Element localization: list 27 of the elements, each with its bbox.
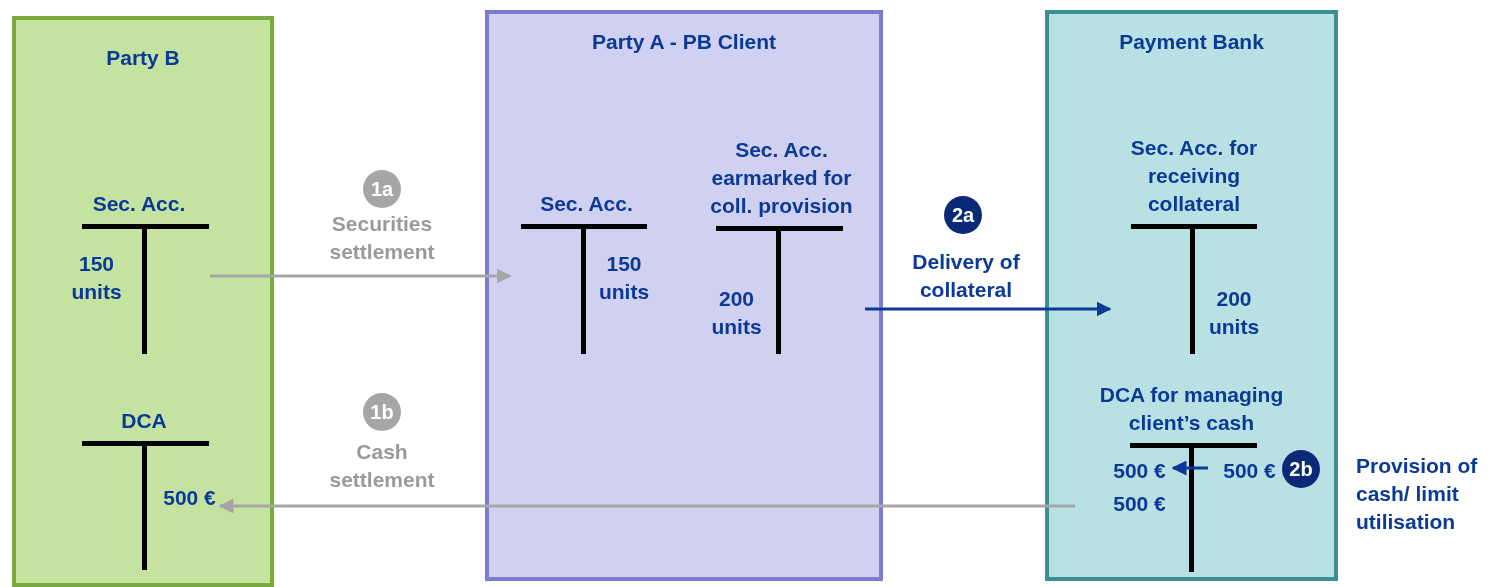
- step-badge: 2a: [944, 196, 982, 234]
- arrow: [865, 301, 1112, 317]
- panel-title: Party A - PB Client: [591, 29, 777, 55]
- panel-title: Payment Bank: [1118, 29, 1265, 55]
- account-title: Sec. Acc. earmarked for coll. provision: [709, 137, 854, 219]
- account-entry: 200 units: [710, 286, 763, 340]
- arrow: [1171, 460, 1208, 476]
- account-entry: 150 units: [70, 251, 123, 305]
- account-entry: 500 €: [162, 485, 217, 511]
- account-title: Sec. Acc.: [91, 191, 187, 217]
- account-entry: 500 €: [1102, 457, 1177, 485]
- arrow: [218, 498, 1075, 514]
- panel-title: Party B: [105, 45, 181, 71]
- account-title: DCA: [120, 408, 168, 434]
- account-entry: 500 €: [1102, 490, 1177, 518]
- party-panel: [12, 16, 274, 587]
- step-badge: 1a: [363, 170, 401, 208]
- arrow: [210, 268, 512, 284]
- party-panel: [1045, 10, 1338, 581]
- step-badge: 1b: [363, 393, 401, 431]
- account-title: Sec. Acc. for receiving collateral: [1129, 135, 1259, 217]
- account-title: Sec. Acc.: [539, 191, 634, 217]
- account-title: DCA for managing client’s cash: [1098, 382, 1285, 436]
- party-panel: [485, 10, 883, 581]
- account-entry: 150 units: [597, 251, 651, 305]
- account-entry: 200 units: [1207, 286, 1261, 340]
- note-text: Provision of cash/ limit utilisation: [1356, 453, 1479, 535]
